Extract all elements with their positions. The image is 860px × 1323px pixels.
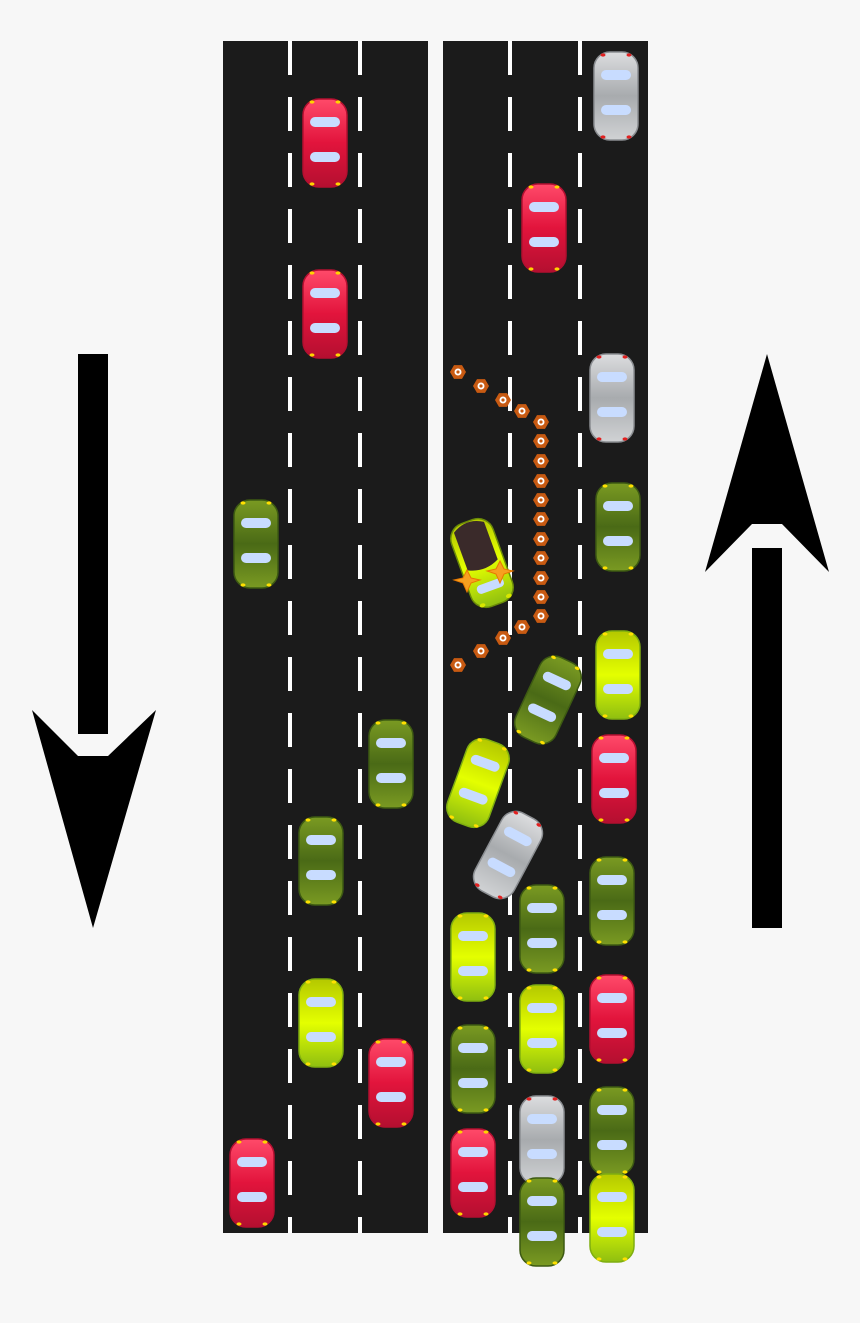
crash-spark-icon (452, 559, 515, 594)
traffic-cone-icon (450, 658, 466, 672)
traffic-cone-icon (473, 644, 489, 658)
traffic-cone-icon (533, 551, 549, 565)
traffic-cone-icon (533, 512, 549, 526)
car (298, 978, 344, 1068)
car (519, 984, 565, 1074)
car (450, 1128, 496, 1218)
car (302, 98, 348, 188)
traffic-cone-icon (495, 631, 511, 645)
traffic-cone-icon (533, 609, 549, 623)
car (521, 183, 567, 273)
car (519, 1095, 565, 1185)
traffic-cone-icon (533, 454, 549, 468)
car (591, 734, 637, 824)
car (472, 810, 544, 900)
traffic-cone-icon (473, 379, 489, 393)
car (368, 719, 414, 809)
car (589, 974, 635, 1064)
arrow-up-icon (705, 354, 829, 928)
traffic-cone-icon (533, 532, 549, 546)
traffic-cone-icon (533, 434, 549, 448)
lane-divider (288, 41, 582, 1233)
car (589, 856, 635, 946)
car (589, 1173, 635, 1263)
crashed-car (450, 517, 514, 609)
traffic-cone-icon (533, 415, 549, 429)
car (519, 884, 565, 974)
car (595, 482, 641, 572)
car (589, 1086, 635, 1176)
car (446, 737, 510, 829)
traffic-cone-icon (514, 620, 530, 634)
car (450, 1024, 496, 1114)
car (450, 912, 496, 1002)
arrow-down-icon (32, 354, 156, 928)
traffic-cone-icon (450, 365, 466, 379)
traffic-cones (450, 365, 549, 672)
traffic-cone-icon (533, 493, 549, 507)
car (302, 269, 348, 359)
car (233, 499, 279, 589)
car (593, 51, 639, 141)
traffic-cone-icon (495, 393, 511, 407)
car (519, 1177, 565, 1267)
car (229, 1138, 275, 1228)
traffic-cone-icon (514, 404, 530, 418)
car (368, 1038, 414, 1128)
traffic-cone-icon (533, 571, 549, 585)
car (513, 655, 583, 745)
car (589, 353, 635, 443)
traffic-cone-icon (533, 474, 549, 488)
car (595, 630, 641, 720)
car (298, 816, 344, 906)
traffic-cars (229, 51, 641, 1267)
traffic-cone-icon (533, 590, 549, 604)
